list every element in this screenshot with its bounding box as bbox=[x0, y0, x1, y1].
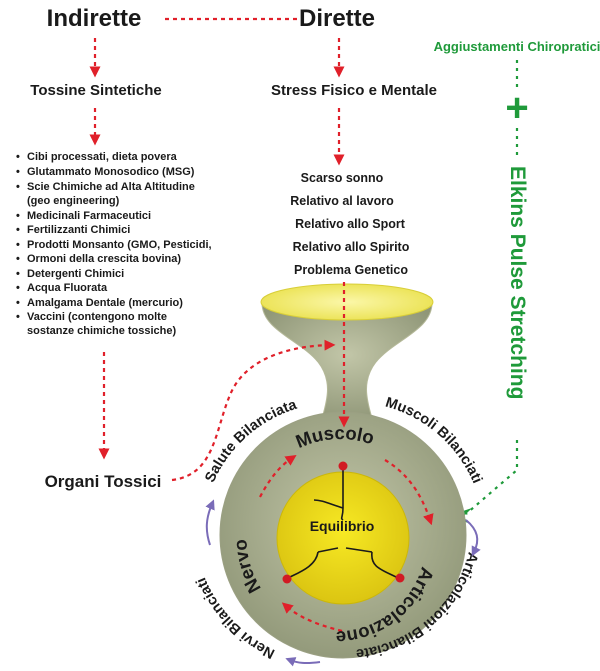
list-item: Vaccini (contengono molte bbox=[27, 311, 167, 323]
ring-arrow-right bbox=[465, 519, 481, 557]
stress-item: Relativo allo Sport bbox=[295, 217, 406, 231]
green-connector-bottom bbox=[465, 440, 519, 515]
list-item: Cibi processati, dieta povera bbox=[27, 151, 178, 163]
ring-arrow-bottom bbox=[285, 657, 321, 667]
list-item: Scie Chimiche ad Alta Altitudine bbox=[27, 181, 195, 193]
stress-item: Scarso sonno bbox=[301, 171, 384, 185]
list-bullet: • bbox=[16, 181, 20, 193]
list-bullet: • bbox=[16, 166, 20, 178]
list-item: (geo engineering) bbox=[27, 195, 120, 207]
cycle-arrow-artic-nervo bbox=[281, 602, 343, 633]
list-bullet: • bbox=[16, 282, 20, 294]
label-organi-tossici: Organi Tossici bbox=[45, 472, 162, 491]
list-item: Fertilizzanti Chimici bbox=[27, 224, 130, 236]
flask-funnel-opening bbox=[260, 283, 434, 321]
list-item: Acqua Fluorata bbox=[27, 282, 108, 294]
list-bullet: • bbox=[16, 253, 20, 265]
stress-item: Relativo al lavoro bbox=[290, 194, 394, 208]
list-bullet: • bbox=[16, 297, 20, 309]
list-item: Ormoni della crescita bovina) bbox=[27, 253, 181, 265]
stress-list: Scarso sonno Relativo al lavoro Relativo… bbox=[290, 171, 409, 277]
tripod-connector bbox=[287, 467, 399, 579]
list-item: Glutammato Monosodico (MSG) bbox=[27, 166, 195, 178]
list-item: Amalgama Dentale (mercurio) bbox=[27, 297, 183, 309]
title-indirette: Indirette bbox=[47, 5, 142, 32]
heading-tossine: Tossine Sintetiche bbox=[30, 82, 161, 99]
list-bullet: • bbox=[16, 151, 20, 163]
list-bullet: • bbox=[16, 311, 20, 323]
list-bullet: • bbox=[16, 239, 20, 251]
list-item: Medicinali Farmaceutici bbox=[27, 210, 151, 222]
list-bullet: • bbox=[16, 224, 20, 236]
toxin-list: • Cibi processati, dieta povera • Glutam… bbox=[16, 151, 212, 337]
title-dirette: Dirette bbox=[299, 5, 375, 32]
arrow-organs-into-flask bbox=[171, 339, 336, 482]
ring-arrow-left bbox=[205, 499, 215, 546]
node-articolazione-icon bbox=[395, 573, 405, 583]
label-aggiustamenti: Aggiustamenti Chiropratici bbox=[434, 39, 600, 54]
node-nervo-icon bbox=[282, 574, 292, 584]
list-item: sostanze chimiche tossiche) bbox=[27, 325, 176, 337]
list-item: Prodotti Monsanto (GMO, Pesticidi, bbox=[27, 239, 212, 251]
stress-item: Problema Genetico bbox=[294, 263, 408, 277]
heading-stress: Stress Fisico e Mentale bbox=[271, 82, 437, 99]
plus-icon: + bbox=[505, 86, 528, 130]
label-elkins-vertical: Elkins Pulse Stretching bbox=[506, 166, 529, 399]
list-bullet: • bbox=[16, 210, 20, 222]
cycle-arrow-muscolo-artic bbox=[384, 459, 434, 526]
label-equilibrio: Equilibrio bbox=[310, 518, 375, 534]
stress-item: Relativo allo Spirito bbox=[293, 240, 410, 254]
node-muscolo-icon bbox=[338, 461, 348, 471]
list-item: Detergenti Chimici bbox=[27, 268, 124, 280]
list-bullet: • bbox=[16, 268, 20, 280]
